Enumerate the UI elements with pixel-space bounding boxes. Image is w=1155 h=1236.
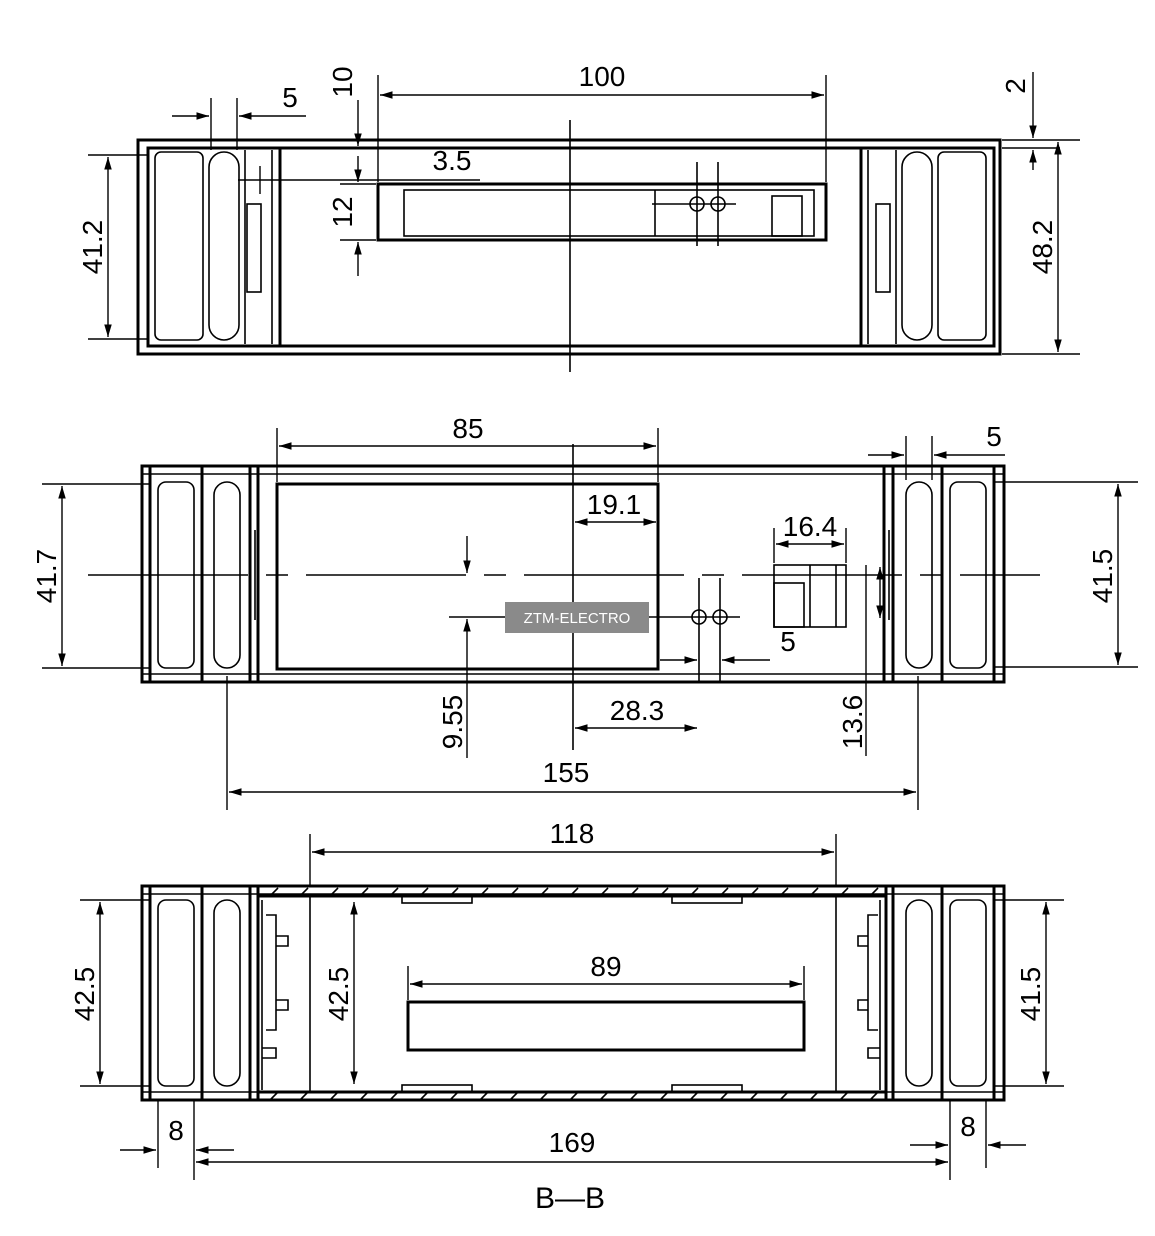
dim-2: 2 xyxy=(1000,78,1031,94)
dim-41-7: 41.7 xyxy=(31,549,62,604)
dim-16-4: 16.4 xyxy=(783,511,838,542)
dim-19-1: 19.1 xyxy=(587,489,642,520)
dim-100: 100 xyxy=(579,61,626,92)
watermark: ZTM-ELECTRO xyxy=(505,602,649,633)
dim-top-5: 5 xyxy=(282,82,298,113)
bottom-view: 118 89 42.5 42.5 41.5 8 xyxy=(69,818,1064,1215)
top-inner-frame xyxy=(146,146,996,348)
dim-12: 12 xyxy=(327,196,358,227)
middle-right-endcap xyxy=(882,466,996,682)
bottom-outer-frame xyxy=(140,884,1006,1102)
dim-13-6: 13.6 xyxy=(837,695,868,750)
section-label: B—B xyxy=(535,1182,605,1215)
dim-8-left: 8 xyxy=(168,1115,184,1146)
top-view: 100 5 10 3.5 12 41.2 xyxy=(77,61,1080,372)
dim-85: 85 xyxy=(452,413,483,444)
bottom-display-window xyxy=(406,1000,806,1052)
dim-9-55: 9.55 xyxy=(437,695,468,750)
top-outer-frame xyxy=(136,138,1002,356)
dim-41-5-bottom: 41.5 xyxy=(1015,967,1046,1022)
dim-41-2: 41.2 xyxy=(77,220,108,275)
bottom-hatched-walls xyxy=(258,887,886,1101)
top-dimensions: 100 5 10 3.5 12 41.2 xyxy=(77,61,1080,355)
dim-10: 10 xyxy=(327,66,358,97)
dim-41-5-middle: 41.5 xyxy=(1087,549,1118,604)
top-display-window xyxy=(376,182,828,242)
dim-8-right: 8 xyxy=(960,1111,976,1142)
dim-middle-5: 5 xyxy=(986,421,1002,452)
middle-left-endcap xyxy=(148,466,260,682)
watermark-text: ZTM-ELECTRO xyxy=(524,610,631,627)
dim-118: 118 xyxy=(550,818,595,849)
bottom-dimensions: 118 89 42.5 42.5 41.5 8 xyxy=(69,818,1064,1180)
dim-42-5-left: 42.5 xyxy=(69,967,100,1022)
dim-169: 169 xyxy=(549,1127,596,1158)
dim-42-5-inner: 42.5 xyxy=(323,967,354,1022)
dim-48-2: 48.2 xyxy=(1027,220,1058,275)
dim-middle-5-small: 5 xyxy=(780,626,796,657)
top-right-endcap xyxy=(859,148,987,346)
dim-89: 89 xyxy=(590,951,621,982)
top-display-inner xyxy=(403,189,815,237)
bottom-left-endcap xyxy=(148,886,289,1100)
dim-3-5: 3.5 xyxy=(433,145,472,176)
dim-155: 155 xyxy=(543,757,590,788)
middle-view: ZTM-ELECTRO 85 5 41.7 41.5 xyxy=(31,413,1138,810)
top-left-endcap xyxy=(154,148,282,346)
dim-28-3: 28.3 xyxy=(610,695,665,726)
middle-dimensions: 85 5 41.7 41.5 19.1 16.4 xyxy=(31,413,1138,810)
bottom-right-endcap xyxy=(857,886,996,1100)
